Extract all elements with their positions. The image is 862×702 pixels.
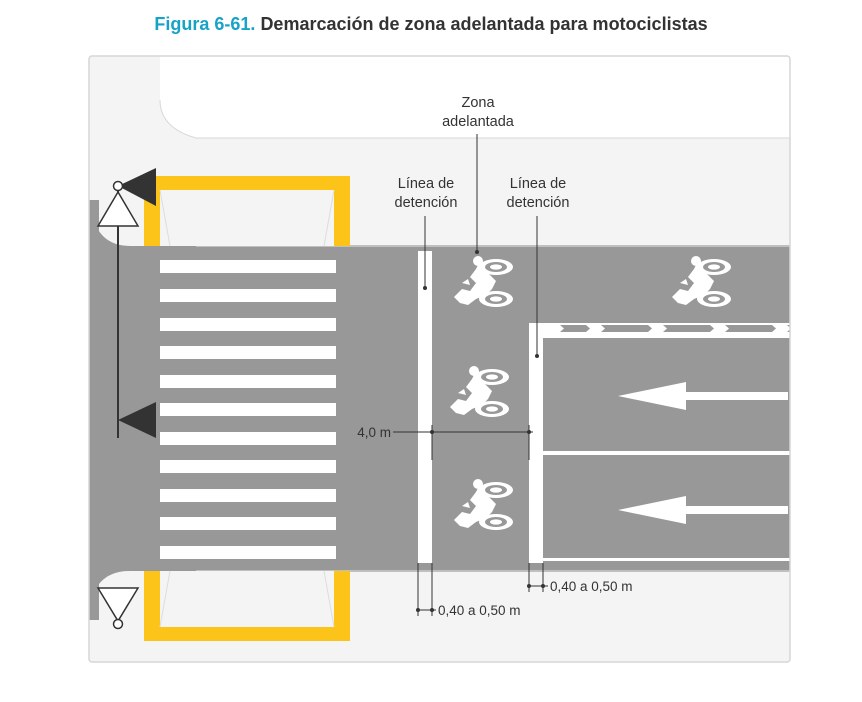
stop-line-left [418, 251, 432, 563]
gap-dimension-bottom-label: 0,40 a 0,50 m [438, 603, 521, 618]
curb-ramp-bottom [144, 570, 350, 641]
stop-left-label-line1: Línea de [398, 176, 454, 192]
figure-title: Demarcación de zona adelantada para moto… [260, 14, 708, 34]
stop-right-label-line1: Línea de [510, 176, 566, 192]
zone-label-line2: adelantada [442, 114, 515, 130]
traffic-signal-icon [96, 168, 156, 227]
median-marking [543, 323, 790, 334]
stop-line-right [529, 323, 543, 563]
stop-right-label-line2: detención [507, 195, 570, 211]
zebra-crossing [160, 260, 336, 559]
width-dimension-label: 4,0 m [357, 425, 391, 440]
stop-left-label-line2: detención [395, 195, 458, 211]
traffic-signal-icon [118, 402, 156, 438]
figure-caption: Figura 6-61. Demarcación de zona adelant… [0, 14, 862, 35]
zone-label-line1: Zona [461, 95, 495, 111]
yield-sign-icon [96, 587, 140, 630]
gap-dimension-right-label: 0,40 a 0,50 m [550, 579, 633, 594]
curb-ramp-top [144, 176, 350, 247]
figure-number: Figura 6-61. [154, 14, 256, 34]
